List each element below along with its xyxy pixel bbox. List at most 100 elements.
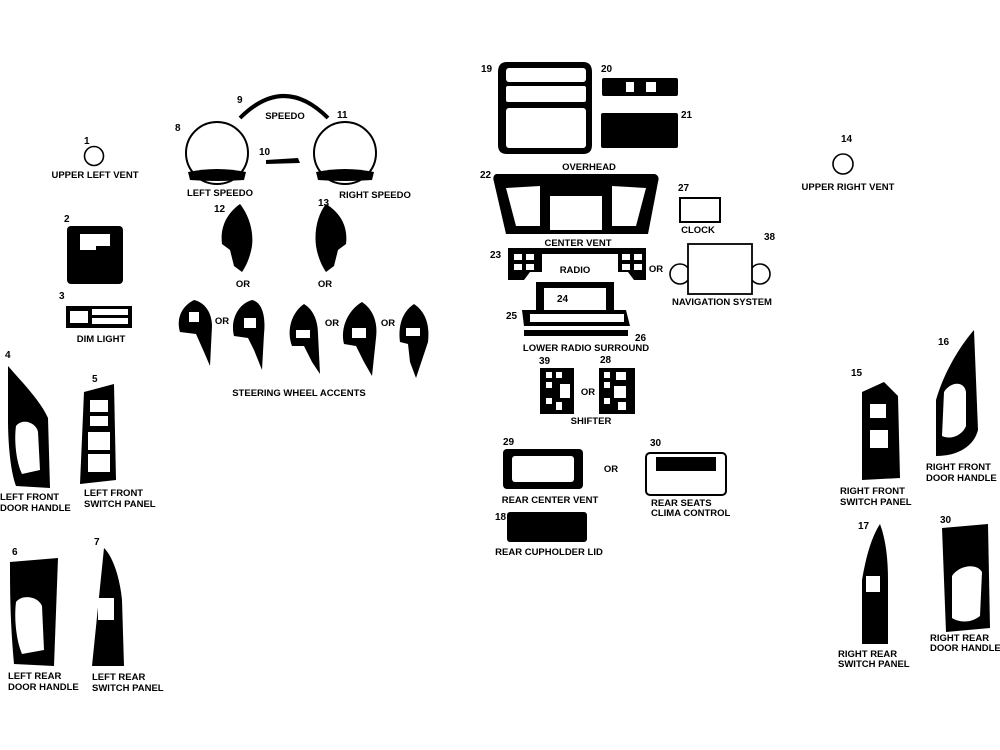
speedo-arc-shape (238, 94, 330, 120)
part-number: 15 (851, 368, 863, 379)
part-label-line2: DOOR HANDLE (8, 682, 79, 693)
part-label-line2: DOOR HANDLE (926, 473, 997, 484)
part-label-line1: RIGHT REAR (930, 633, 989, 644)
part-label: LEFT SPEEDO (187, 188, 253, 199)
part-number: 2 (64, 214, 70, 225)
part-number: 16 (938, 337, 950, 348)
cutout-shape (550, 196, 602, 230)
part-label-line1: RIGHT FRONT (926, 462, 991, 473)
clima-strip-shape (656, 457, 716, 471)
part-label: SHIFTER (571, 416, 612, 427)
cutout-shape (88, 400, 110, 472)
part-number: 30 (650, 438, 662, 449)
part-right-front-door-handle: 16 RIGHT FRONT DOOR HANDLE (926, 330, 997, 484)
cutout-shape (604, 372, 626, 410)
accent-shape-5 (399, 304, 429, 378)
cutout-shape (189, 312, 199, 322)
cutout-shape (244, 318, 256, 328)
cutout-shape (626, 82, 656, 92)
part-number: 19 (481, 64, 493, 75)
part-overhead-21: 21 (601, 110, 693, 148)
part-upper-right-vent: 14 UPPER RIGHT VENT (802, 134, 895, 193)
panel-shape (601, 113, 678, 148)
part-rear-cupholder-lid: 18 REAR CUPHOLDER LID (495, 512, 603, 558)
part-left-rear-switch-panel: 7 LEFT REAR SWITCH PANEL (92, 537, 164, 694)
cutout-shape (406, 328, 420, 336)
cutout-shape (70, 309, 128, 324)
accent-shape-4 (342, 302, 377, 376)
part-number: 26 (635, 333, 647, 344)
clima-frame-shape (645, 452, 727, 496)
accent-shape (315, 204, 347, 272)
part-steering-right: 13 OR (315, 198, 347, 290)
part-number: 25 (506, 311, 518, 322)
part-number: 4 (5, 350, 11, 361)
part-dim-light-block: 2 (64, 214, 123, 284)
cutout-shape (542, 254, 618, 272)
part-center-vent: 22 CENTER VENT (480, 170, 659, 249)
part-number: 14 (841, 134, 853, 145)
part-label: LOWER RADIO SURROUND (523, 343, 649, 354)
part-radio-24: 24 (536, 282, 614, 312)
part-right-rear-switch-panel: 17 RIGHT REAR SWITCH PANEL (838, 521, 910, 670)
part-number: 17 (858, 521, 870, 532)
or-text: OR (236, 279, 250, 290)
part-number: 22 (480, 170, 492, 181)
part-number: 29 (503, 437, 515, 448)
part-number: 6 (12, 547, 18, 558)
knob-ring-shape (669, 263, 691, 285)
cutout-shape (506, 68, 586, 82)
accent-shape-2 (232, 300, 265, 370)
part-label-line1: RIGHT REAR (838, 649, 897, 660)
vent-ring-shape (832, 153, 854, 175)
cutout-shape (15, 597, 44, 654)
or-text: OR (604, 464, 618, 475)
part-number: 38 (764, 232, 776, 243)
part-number: 7 (94, 537, 100, 548)
part-label: REAR CUPHOLDER LID (495, 547, 603, 558)
clock-frame-shape (679, 197, 721, 223)
part-label-line1: REAR SEATS (651, 498, 712, 509)
cutout-shape (612, 186, 646, 226)
cutout-shape (512, 456, 574, 482)
part-label-line2: DOOR HANDLE (930, 643, 1000, 654)
part-number: 10 (259, 147, 271, 158)
part-speedo-center: 10 (259, 147, 300, 164)
part-right-rear-door-handle: 30 RIGHT REAR DOOR HANDLE (930, 515, 1000, 654)
part-clock: 27 CLOCK (678, 183, 721, 236)
cutout-shape (80, 234, 110, 250)
part-label-line2: CLIMA CONTROL (651, 508, 731, 519)
part-lower-radio-26: 26 (524, 330, 647, 344)
part-label: CLOCK (681, 225, 715, 236)
part-number: 39 (539, 356, 551, 367)
part-label-line1: LEFT FRONT (84, 488, 143, 499)
or-text: OR (318, 279, 332, 290)
part-left-speedo: 8 LEFT SPEEDO (175, 121, 253, 199)
part-label-line2: SWITCH PANEL (840, 497, 912, 508)
part-label: RIGHT SPEEDO (339, 190, 411, 201)
part-label-line1: LEFT REAR (8, 671, 61, 682)
part-overhead: 19 OVERHEAD (481, 62, 616, 173)
cutout-shape (15, 421, 40, 474)
part-number: 27 (678, 183, 690, 194)
or-text: OR (215, 316, 229, 327)
part-number: 8 (175, 123, 181, 134)
part-steering-wheel-accents: OR OR OR STEERING WHEEL ACCENTS (178, 300, 429, 399)
cutout-shape (296, 330, 310, 338)
part-label: RADIO (560, 265, 591, 276)
part-number: 12 (214, 204, 226, 215)
strip-shape (266, 158, 300, 164)
part-navigation-system: 38 OR NAVIGATION SYSTEM (649, 232, 776, 308)
surround-shape (536, 282, 614, 312)
accent-shape-3 (289, 304, 320, 374)
or-text: OR (325, 318, 339, 329)
accent-shape (221, 204, 253, 272)
cutout-shape (530, 314, 624, 322)
part-number: 11 (337, 110, 348, 121)
part-number: 9 (237, 95, 243, 106)
part-shifter: 39 28 OR SHIFTER (539, 355, 635, 427)
part-steering-left: 12 OR (214, 204, 253, 290)
part-right-front-switch-panel: 15 RIGHT FRONT SWITCH PANEL (840, 368, 912, 508)
gauge-ring-shape (185, 121, 249, 185)
part-speedo: 9 SPEEDO (237, 94, 330, 122)
